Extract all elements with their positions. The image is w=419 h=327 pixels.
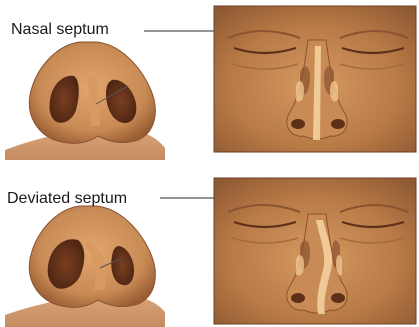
- nasal-septum-label: Nasal septum: [11, 22, 109, 38]
- deviated-face-panel: [214, 178, 416, 324]
- normal-nose-inferior-view: [29, 42, 155, 143]
- normal-face-panel: [214, 6, 416, 152]
- deviated-nose-inferior-view: [29, 206, 155, 307]
- deviated-septum-label: Deviated septum: [7, 191, 127, 207]
